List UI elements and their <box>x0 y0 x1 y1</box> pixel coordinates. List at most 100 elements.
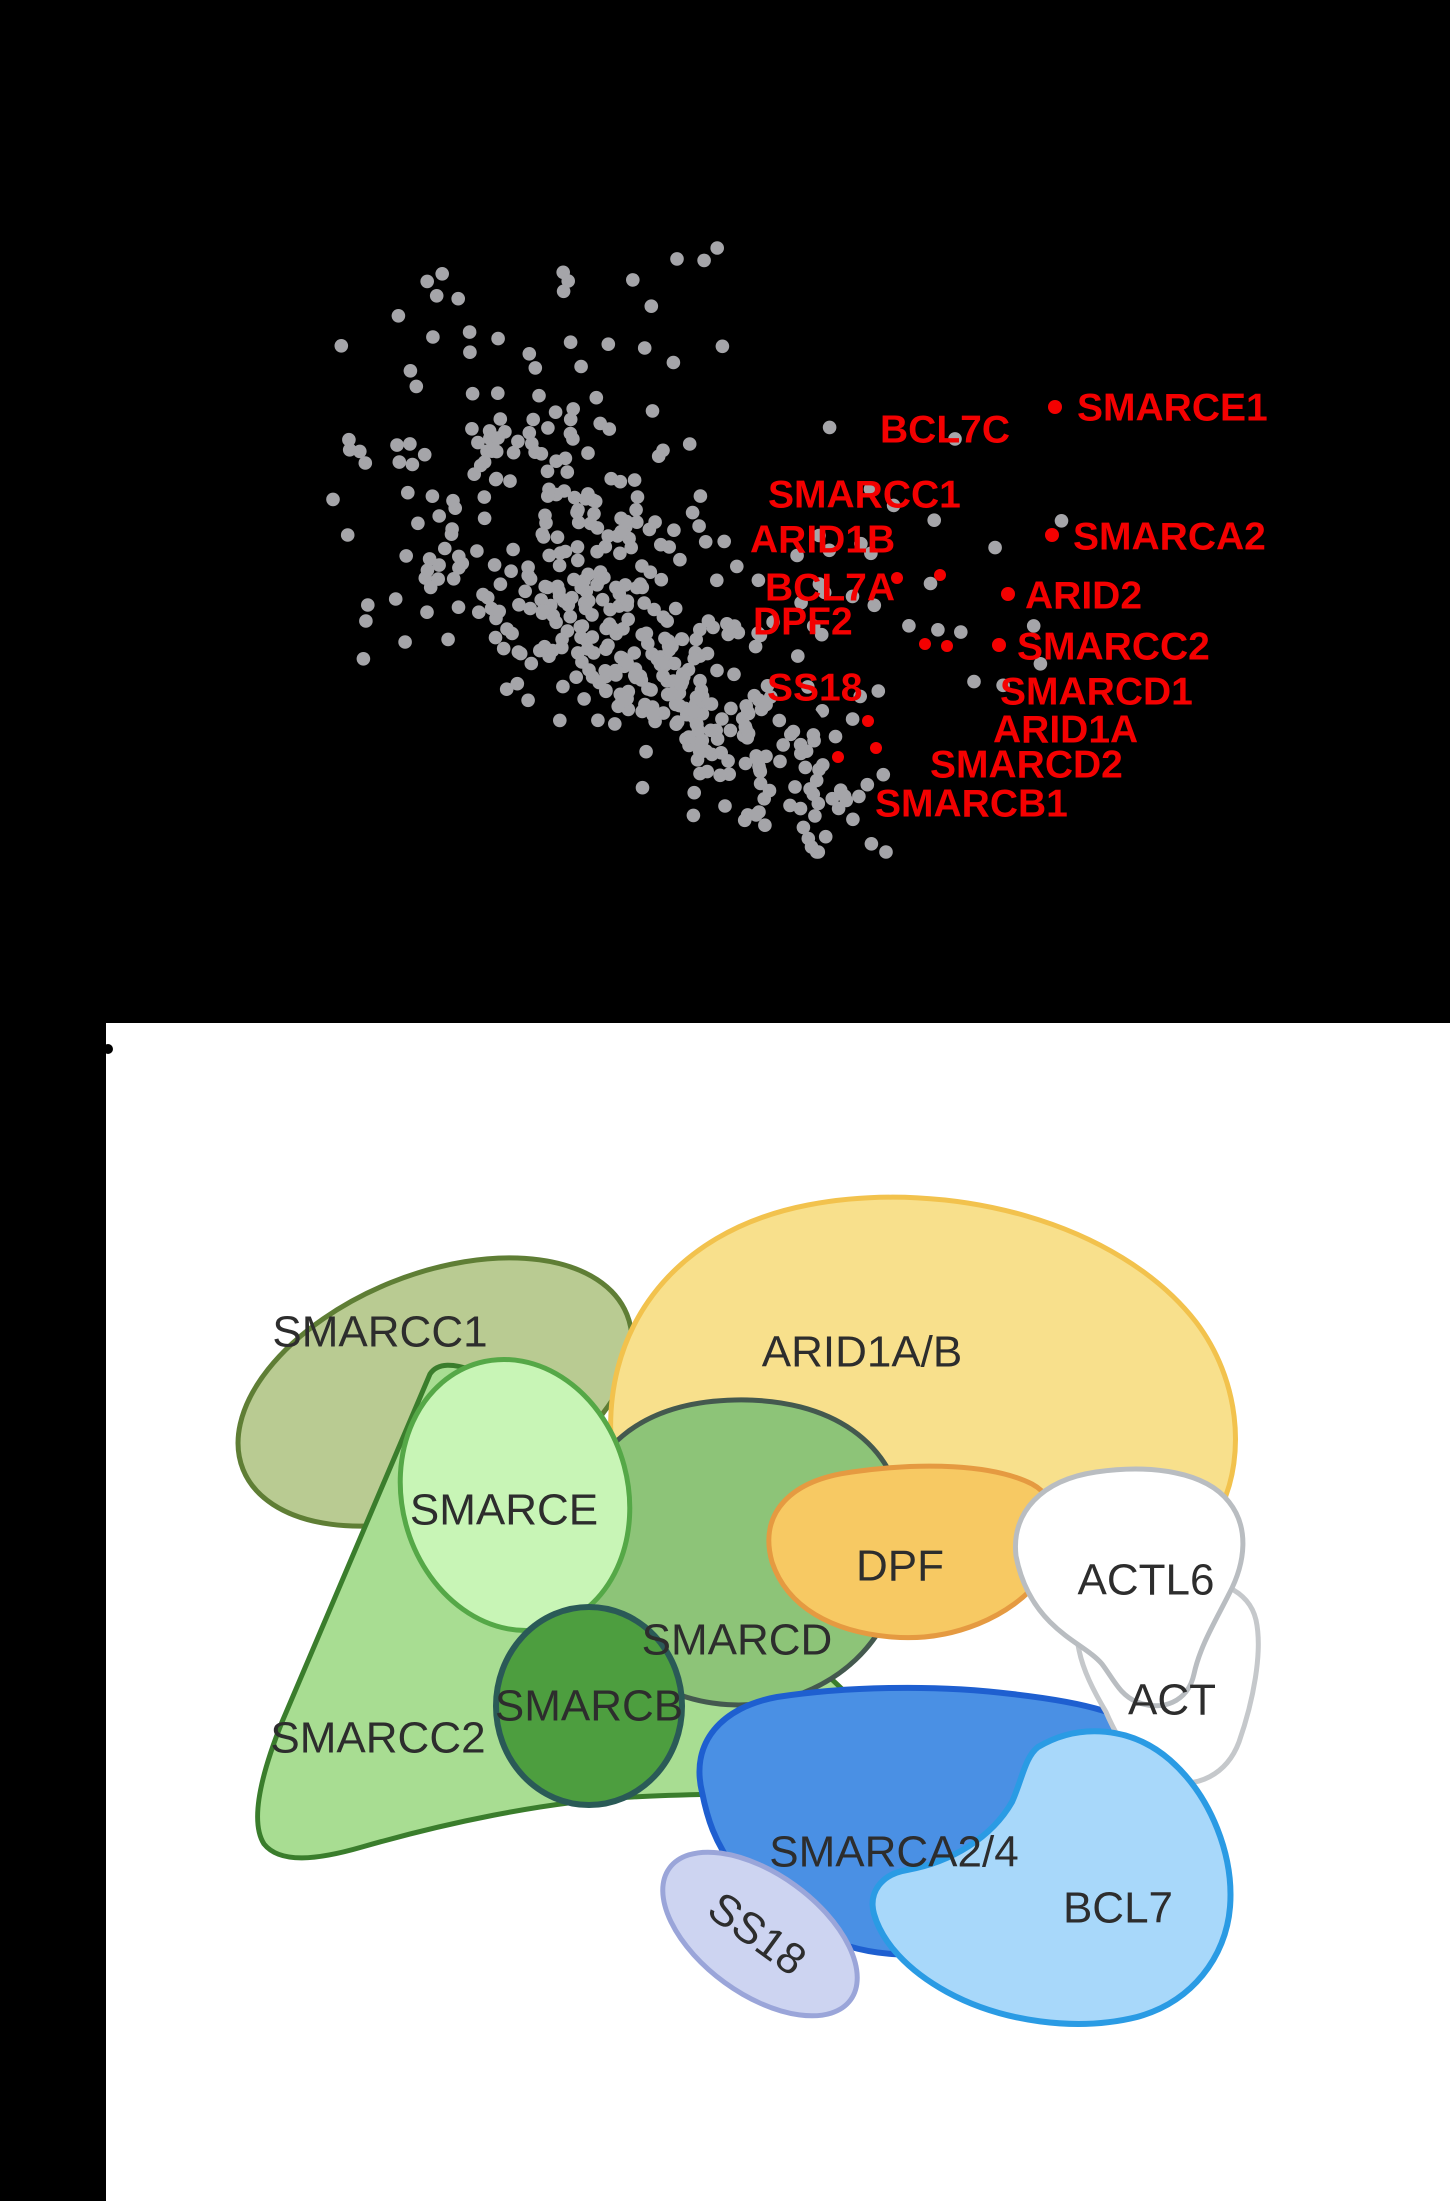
gene-dot <box>539 516 553 530</box>
gene-dot <box>571 553 585 568</box>
gene-dot <box>614 524 628 539</box>
baf-gene-label: SMARCD1 <box>1000 671 1193 714</box>
gene-dot <box>528 361 543 375</box>
gene-dot <box>706 620 720 635</box>
gene-dot <box>563 335 578 350</box>
gene-dot <box>446 572 461 586</box>
gene-dot <box>510 676 525 691</box>
baf-gene-label: BCL7C <box>880 409 1010 452</box>
gene-dot <box>817 585 832 600</box>
gene-dot <box>548 405 563 420</box>
gene-dot <box>648 515 662 529</box>
gene-dot <box>577 692 591 706</box>
gene-dot <box>721 754 735 768</box>
gene-dot <box>429 289 444 303</box>
gene-dot <box>806 728 821 742</box>
gene-dot <box>528 445 542 460</box>
gene-dot <box>670 715 685 729</box>
gene-dot <box>569 670 583 684</box>
complex-subunit-blobs <box>235 1194 1261 2027</box>
gene-dot <box>673 552 687 567</box>
gene-dot <box>477 490 492 504</box>
gene-dot <box>388 592 403 606</box>
gene-dot <box>724 701 738 716</box>
gene-dot <box>580 642 595 656</box>
gene-dot <box>750 752 765 767</box>
gene-dot <box>499 682 514 696</box>
gene-dot <box>473 458 488 473</box>
gene-dot <box>689 690 704 705</box>
gene-dot <box>405 457 420 472</box>
gene-dot <box>506 445 521 460</box>
gene-dot <box>738 719 753 734</box>
gene-dot <box>689 632 703 647</box>
gene-dot <box>432 509 447 523</box>
gene-dot <box>417 447 432 462</box>
gene-dot <box>582 663 596 677</box>
gene-dot <box>581 567 595 582</box>
gene-dot <box>645 404 660 418</box>
gene-dot <box>604 471 618 486</box>
gene-dot <box>806 619 821 633</box>
gene-dot <box>738 756 753 771</box>
subunit-label-arid1ab: ARID1A/B <box>762 1328 963 1377</box>
gene-dot <box>790 548 804 563</box>
gene-dot <box>766 615 780 629</box>
gene-dot <box>549 454 563 469</box>
gene-dot <box>637 341 652 355</box>
baf-gene-dot <box>992 638 1006 652</box>
gene-dot <box>621 612 635 627</box>
gene-dot <box>647 602 661 617</box>
gene-dot <box>579 584 594 599</box>
gene-dot <box>923 576 938 591</box>
gene-dot <box>353 444 367 459</box>
gene-dot <box>1054 514 1069 528</box>
gene-dot <box>585 630 600 644</box>
gene-dot <box>581 446 595 460</box>
gene-dot <box>748 639 763 654</box>
gene-dot <box>637 596 651 610</box>
baf-gene-dot <box>934 569 946 581</box>
gene-dot <box>801 680 815 694</box>
gene-dot <box>812 528 826 543</box>
gene-dot <box>1033 657 1048 671</box>
gene-dot <box>699 744 713 758</box>
gene-dot <box>590 544 604 559</box>
gene-dot <box>401 485 415 500</box>
gene-dot <box>403 437 417 451</box>
gene-dot <box>611 699 625 714</box>
gene-dot <box>496 641 511 656</box>
gene-dot <box>552 589 567 604</box>
gene-dot <box>575 619 590 633</box>
gene-dot <box>561 274 575 288</box>
gene-dot <box>477 511 492 526</box>
gene-dot <box>703 723 718 738</box>
gene-dot <box>613 546 627 561</box>
gene-dot <box>619 514 634 529</box>
gene-dot <box>650 652 665 666</box>
gene-dot <box>399 549 414 563</box>
baf-gene-label: ARID2 <box>1025 575 1142 618</box>
blob-actl6 <box>1012 1466 1246 1709</box>
gene-dot <box>491 331 505 346</box>
baf-gene-label: ARID1B <box>750 519 895 562</box>
gene-dot <box>506 542 520 557</box>
subunit-label-smarcc1: SMARCC1 <box>272 1308 487 1357</box>
gene-dot <box>682 437 697 451</box>
baf-gene-dot <box>919 638 931 650</box>
gene-dot <box>593 416 607 431</box>
label-leader-line <box>810 706 832 734</box>
gene-dot <box>563 609 578 624</box>
gene-dot <box>670 252 684 266</box>
gene-dot <box>796 820 811 835</box>
gene-dot <box>662 643 676 657</box>
gene-dot <box>342 443 357 457</box>
gene-dot <box>455 556 470 571</box>
gene-dot <box>420 274 435 289</box>
gene-dot <box>526 412 540 427</box>
gene-dot <box>361 598 375 612</box>
gene-dot <box>747 688 762 703</box>
gene-dot <box>751 573 766 588</box>
gene-dot <box>864 837 879 851</box>
baf-gene-dot <box>891 572 903 584</box>
